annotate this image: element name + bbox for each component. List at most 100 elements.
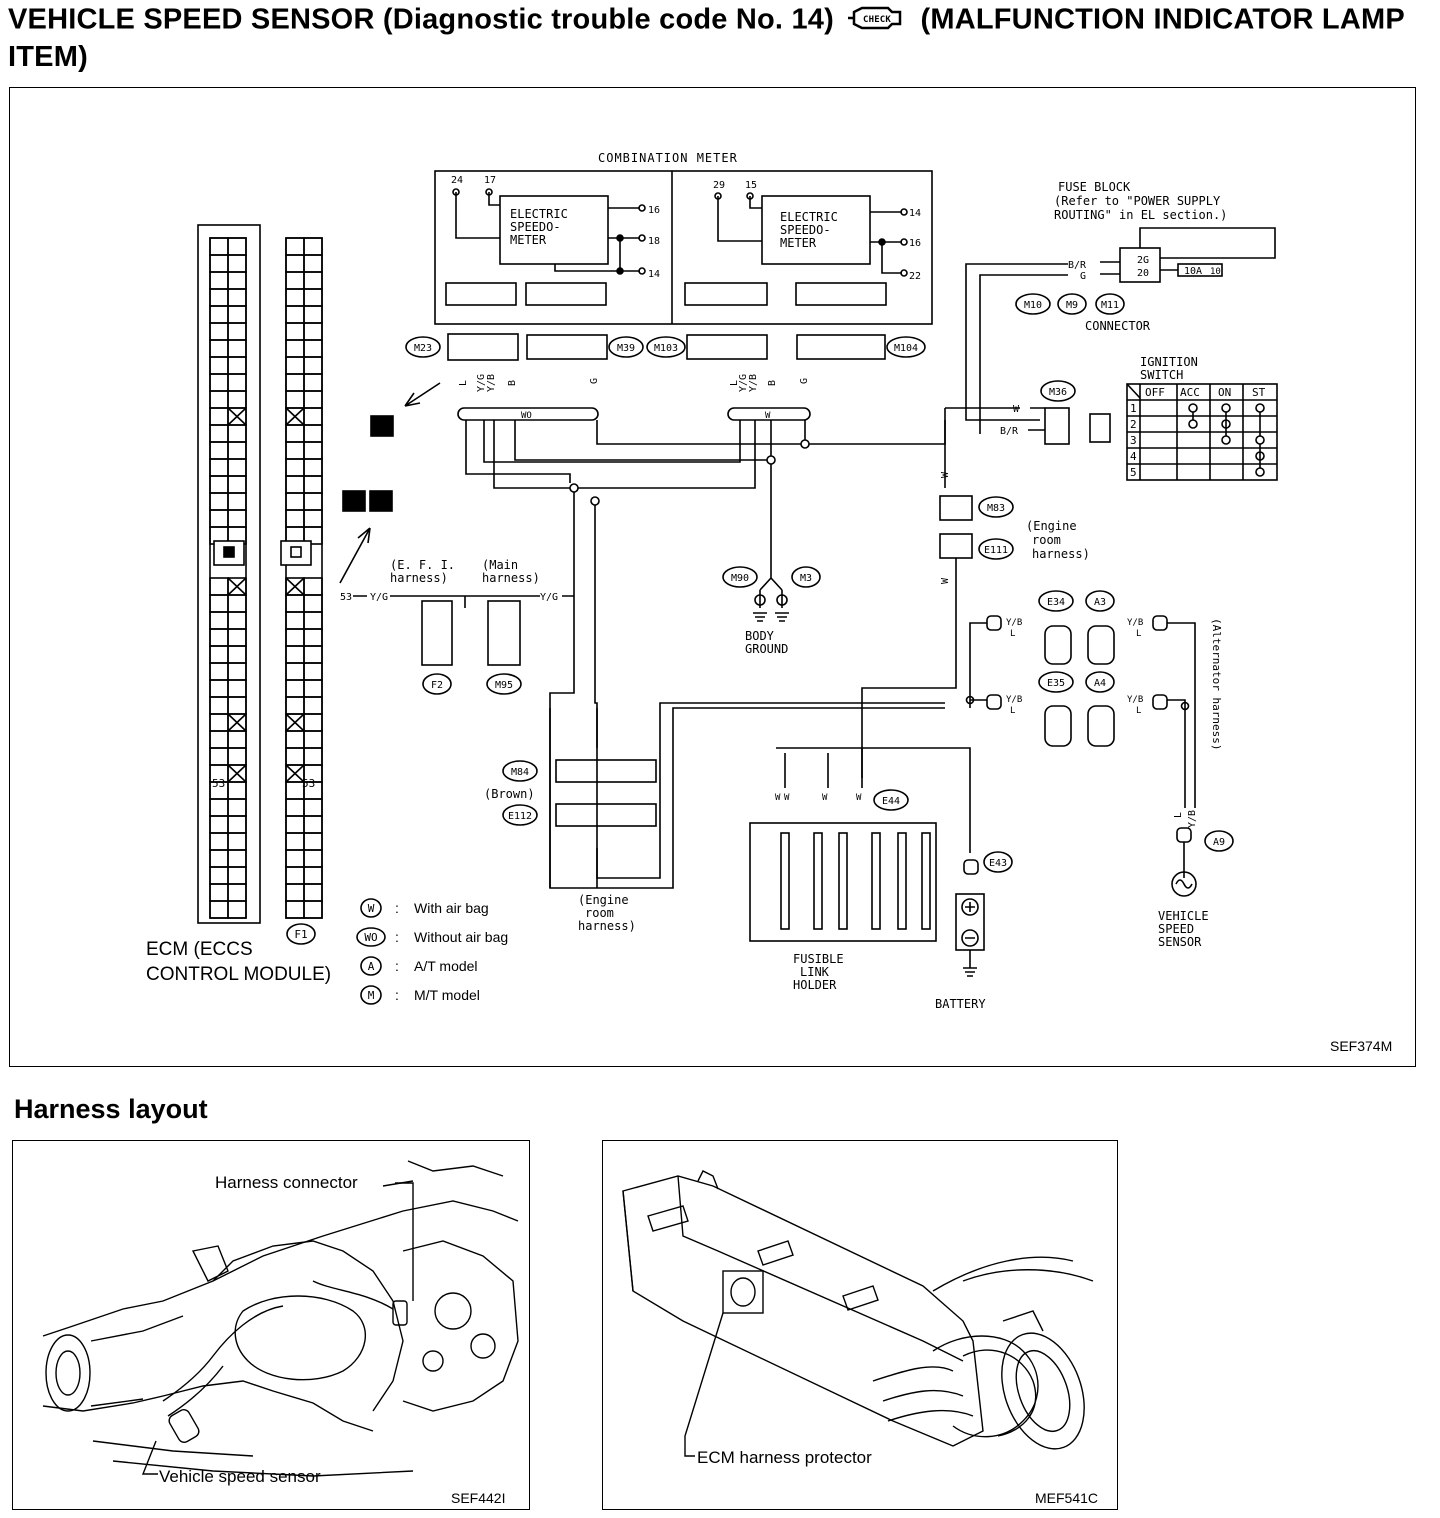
- svg-text:GROUND: GROUND: [745, 642, 788, 656]
- svg-text:E111: E111: [984, 545, 1008, 556]
- svg-text:B: B: [507, 380, 518, 386]
- ecm-harness-protector-label: ECM harness protector: [697, 1448, 872, 1467]
- ecm-pin-empty-mark: [227, 713, 247, 732]
- ecm-label-1: ECM (ECCS: [146, 939, 253, 960]
- svg-text:M3: M3: [800, 573, 812, 584]
- svg-text:Y/B: Y/B: [1127, 695, 1143, 705]
- ecm-pin-empty-mark: [227, 764, 247, 783]
- svg-text:L: L: [1010, 629, 1015, 639]
- e111-body: [939, 533, 973, 559]
- connector-e35: E35: [1038, 671, 1074, 693]
- svg-text:A3: A3: [1094, 597, 1106, 608]
- svg-text:E35: E35: [1047, 678, 1065, 689]
- svg-text:14: 14: [648, 269, 660, 280]
- ecm-protector-drawing: [622, 1170, 1094, 1450]
- connector-m103: M103: [646, 336, 686, 358]
- vehicle-speed-sensor-caption: Vehicle speed sensor: [159, 1467, 321, 1486]
- m36-mate: [1089, 413, 1111, 443]
- svg-text:10: 10: [1210, 267, 1221, 277]
- svg-text:A9: A9: [1213, 837, 1225, 848]
- svg-text:24: 24: [451, 175, 463, 186]
- harness-layout-heading: Harness layout: [14, 1094, 208, 1124]
- arrow-ab: [339, 527, 371, 584]
- svg-text:M104: M104: [894, 343, 918, 354]
- svg-text:METER: METER: [510, 233, 547, 247]
- ecm-pin-grid: [209, 237, 323, 919]
- fusible-link: [897, 832, 907, 930]
- title-part-1: VEHICLE SPEED SENSOR (Diagnostic trouble…: [8, 3, 834, 36]
- svg-text:A: A: [349, 493, 360, 510]
- svg-text:CHECK: CHECK: [863, 15, 891, 25]
- figure-code: SEF374M: [1330, 1038, 1392, 1054]
- figure-code-left: SEF442I: [451, 1490, 505, 1506]
- svg-text:ON: ON: [1218, 386, 1231, 399]
- svg-text:M10: M10: [1024, 300, 1042, 311]
- svg-text:2G: 2G: [1137, 255, 1149, 266]
- svg-text:WO: WO: [521, 411, 532, 421]
- svg-text:16: 16: [909, 238, 921, 249]
- legend-symbol-text: W: [368, 902, 375, 915]
- body-ground-label: BODY: [745, 629, 775, 643]
- svg-text:L: L: [729, 380, 740, 386]
- e35-body: [1044, 705, 1072, 747]
- check-engine-icon: CHECK: [848, 2, 906, 40]
- ignition-switch-table: [1126, 383, 1278, 481]
- speed-sensor-leader: [141, 1440, 158, 1475]
- connector-m95-body: [487, 600, 521, 666]
- svg-text:room: room: [585, 906, 614, 920]
- connector-m83: M83: [978, 496, 1014, 518]
- ecm-label-2: CONTROL MODULE): [146, 964, 331, 985]
- svg-text:W: W: [856, 793, 862, 803]
- speedometer-left: [499, 195, 609, 265]
- ecm-pin-empty-mark: [227, 577, 247, 596]
- ecm-pin-empty-mark: [227, 407, 247, 426]
- ecm-pin-cell: [303, 526, 323, 545]
- ecm-center-pin: [213, 540, 312, 566]
- speedometer-right: [761, 195, 871, 265]
- ecm-pin-empty-mark: [285, 764, 305, 783]
- connector-e43: E43: [983, 851, 1013, 873]
- transmission-drawing: [42, 1160, 519, 1477]
- fuse-10a: [1177, 263, 1223, 277]
- svg-text:LINK: LINK: [800, 965, 830, 979]
- svg-text:53: 53: [340, 592, 352, 603]
- fusible-link-holder: [749, 822, 937, 942]
- svg-text:E44: E44: [882, 796, 900, 807]
- legend-separator: :: [395, 900, 399, 916]
- svg-text:17: 17: [484, 175, 496, 186]
- svg-text:W: W: [775, 793, 781, 803]
- svg-text:L: L: [458, 380, 469, 386]
- fusible-link: [780, 832, 790, 930]
- svg-text:W: W: [940, 471, 951, 478]
- svg-text:W: W: [822, 793, 828, 803]
- svg-text:ACC: ACC: [1180, 386, 1200, 399]
- svg-text:W: W: [1013, 404, 1020, 415]
- legend-description: M/T model: [414, 987, 480, 1003]
- speed-sensor-icon: [1171, 871, 1197, 897]
- svg-text:SWITCH: SWITCH: [1140, 368, 1183, 382]
- fusible-link: [838, 832, 848, 930]
- connector-f2: F2: [422, 673, 452, 695]
- fusible-link: [921, 832, 931, 930]
- svg-text:ROUTING" in EL section.): ROUTING" in EL section.): [1054, 208, 1227, 222]
- svg-text:harness): harness): [390, 571, 448, 585]
- svg-text:W: W: [784, 793, 790, 803]
- legend-symbol: [360, 898, 382, 918]
- svg-text:M39: M39: [617, 343, 635, 354]
- svg-text:W: W: [940, 577, 951, 584]
- alternator-harness-label: (Alternator harness): [1210, 618, 1223, 750]
- svg-text:HOLDER: HOLDER: [793, 978, 837, 992]
- svg-text:M9: M9: [1066, 300, 1078, 311]
- svg-text:B/R: B/R: [1000, 426, 1019, 437]
- connector-e112: E112: [502, 804, 538, 826]
- svg-text:18: 18: [648, 236, 660, 247]
- svg-text:(Refer to "POWER SUPPLY: (Refer to "POWER SUPPLY: [1054, 194, 1221, 208]
- legend-separator: :: [395, 929, 399, 945]
- legend-symbol: [360, 956, 382, 976]
- connector-m11: M11: [1095, 293, 1125, 315]
- svg-text:M95: M95: [495, 680, 513, 691]
- svg-text:M90: M90: [731, 573, 749, 584]
- svg-text:SPEEDO-: SPEEDO-: [780, 223, 831, 237]
- connector-f2-body: [421, 600, 453, 666]
- svg-text:ELECTRIC: ELECTRIC: [510, 207, 568, 221]
